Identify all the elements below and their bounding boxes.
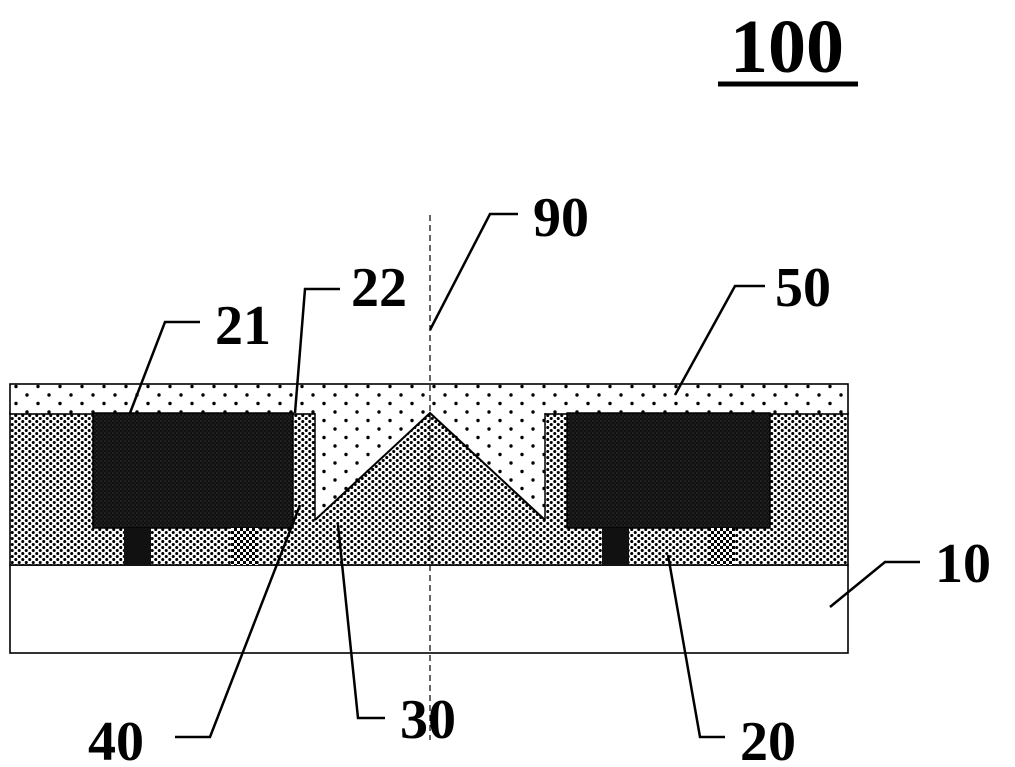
figure-title: 100 [730,5,844,89]
right-pillar-solid [602,528,629,565]
right-pillar-checker [708,528,735,565]
label-40: 40 [88,711,144,767]
left-block [93,413,293,528]
left-pillar-checker [231,528,258,565]
right-block [567,413,770,528]
left-pillar-solid [124,528,151,565]
label-21: 21 [215,295,271,357]
label-22: 22 [351,257,407,319]
substrate-layer [10,565,848,653]
leader-90 [430,214,518,330]
label-30: 30 [400,689,456,751]
label-20: 20 [740,711,796,767]
label-90: 90 [533,187,589,249]
leader-50 [675,286,765,395]
label-10: 10 [935,533,991,595]
label-50: 50 [775,257,831,319]
